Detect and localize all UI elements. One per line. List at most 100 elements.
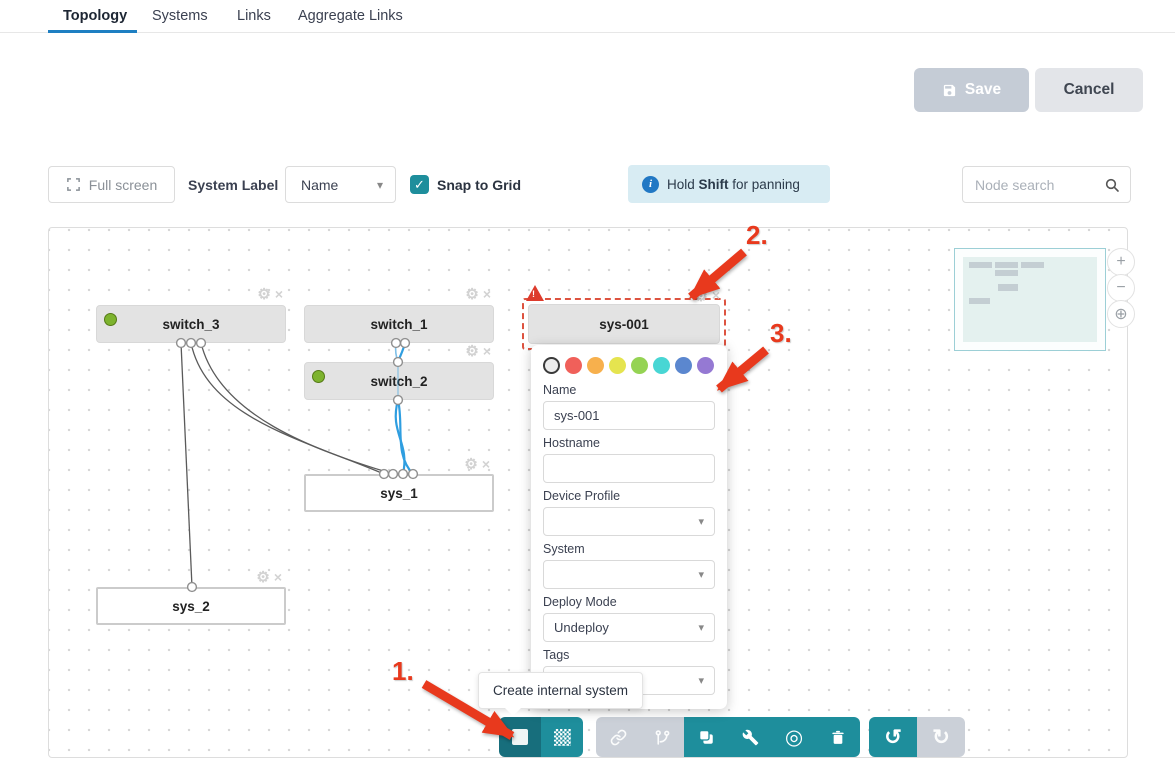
hostname-field-label: Hostname [543, 436, 600, 450]
deploy-mode-field-group: Deploy Mode Undeploy▾ [543, 594, 715, 642]
minimap-node [1021, 262, 1044, 268]
link-switch2-sys1-a[interactable] [394, 399, 406, 475]
redo-icon: ↻ [932, 725, 950, 749]
minimap[interactable] [954, 248, 1106, 351]
focus-button[interactable]: ◎ [772, 717, 816, 757]
floppy-disk-icon [943, 84, 956, 96]
color-swatch[interactable] [675, 357, 692, 374]
hostname-input[interactable] [543, 454, 715, 483]
trash-icon [832, 730, 844, 744]
minimap-node [969, 262, 992, 268]
search-icon[interactable] [1104, 177, 1120, 193]
node-search-input[interactable] [975, 176, 1104, 193]
color-swatch[interactable] [587, 357, 604, 374]
color-swatch[interactable] [631, 357, 648, 374]
crosshair-icon: ⊕ [1114, 306, 1128, 323]
cancel-button[interactable]: Cancel [1035, 68, 1143, 112]
link-switch2-sys1-b[interactable] [396, 399, 414, 475]
close-icon[interactable]: × [482, 286, 491, 302]
link-switch1-switch2-a[interactable] [394, 342, 399, 363]
deploy-mode-value: Undeploy [554, 620, 609, 635]
color-swatch[interactable] [697, 357, 714, 374]
gear-icon[interactable]: ⚙ [465, 286, 479, 303]
delete-button[interactable] [816, 717, 860, 757]
zoom-in-button[interactable]: + [1107, 248, 1135, 276]
create-internal-system-tooltip: Create internal system [478, 672, 644, 716]
undo-button[interactable]: ↺ [869, 717, 917, 757]
color-swatch-selected[interactable] [543, 357, 560, 374]
gear-icon[interactable]: ⚙ [256, 569, 270, 586]
system-select[interactable]: ▾ [543, 560, 715, 589]
system-label-caption: System Label [188, 177, 279, 193]
gear-icon[interactable]: ⚙ [694, 288, 708, 305]
link-switch1-switch2-b[interactable] [396, 342, 407, 363]
tab-links[interactable]: Links [237, 8, 271, 24]
node-label: switch_3 [162, 316, 220, 332]
system-label-select[interactable]: Name ▾ [285, 166, 396, 203]
create-aggregate-link-button[interactable] [640, 717, 684, 757]
color-swatch[interactable] [565, 357, 582, 374]
info-icon: i [642, 175, 659, 193]
gear-icon[interactable]: ⚙ [465, 343, 479, 360]
fullscreen-button[interactable]: Full screen [48, 166, 175, 203]
warning-icon: ! [526, 285, 544, 301]
panning-hint-banner: i Hold Shift for panning [628, 165, 830, 203]
node-switch_3[interactable]: switch_3 ⚙× [96, 287, 286, 343]
target-icon: ◎ [784, 725, 804, 749]
save-button[interactable]: Save [914, 68, 1029, 112]
create-link-button[interactable] [596, 717, 640, 757]
chevron-down-icon: ▾ [698, 516, 704, 528]
node-switch_1[interactable]: switch_1 ⚙× [304, 287, 494, 343]
close-icon[interactable]: × [481, 456, 490, 472]
device-profile-field-group: Device Profile ▾ [543, 488, 715, 536]
node-label: switch_2 [370, 373, 428, 389]
name-input[interactable] [543, 401, 715, 430]
node-controls: ⚙× [256, 570, 282, 585]
gear-icon[interactable]: ⚙ [257, 286, 271, 303]
device-profile-label: Device Profile [543, 489, 621, 503]
copy-icon [698, 729, 713, 744]
node-search-box [962, 166, 1131, 203]
link-switch3-sys2[interactable] [180, 342, 193, 588]
node-sys-001[interactable]: sys-001 [528, 304, 720, 344]
minus-icon: − [1116, 279, 1126, 296]
deploy-mode-select[interactable]: Undeploy ▾ [543, 613, 715, 642]
minimap-node [995, 270, 1018, 276]
tab-aggregate-links[interactable]: Aggregate Links [298, 8, 403, 24]
node-label: sys_1 [380, 485, 418, 501]
tab-systems[interactable]: Systems [152, 8, 208, 24]
node-sys_1[interactable]: sys_1 ⚙× [304, 457, 494, 512]
annotation-label-2: 2. [746, 220, 768, 250]
create-internal-system-button[interactable] [499, 717, 541, 757]
name-field-label: Name [543, 383, 577, 397]
color-swatch[interactable] [609, 357, 626, 374]
node-controls: ⚙× [465, 344, 491, 359]
device-profile-select[interactable]: ▾ [543, 507, 715, 536]
duplicate-button[interactable] [684, 717, 728, 757]
create-external-system-button[interactable] [541, 717, 583, 757]
panning-hint-text: Hold Shift for panning [667, 176, 800, 192]
node-sys-001-selection[interactable]: ! ⚙× sys-001 [522, 285, 726, 350]
close-icon[interactable]: × [482, 343, 491, 359]
system-field-group: System ▾ [543, 541, 715, 589]
node-label: sys_2 [172, 598, 210, 614]
active-tab-underline [48, 30, 137, 33]
tab-topology[interactable]: Topology [63, 8, 128, 24]
gear-icon[interactable]: ⚙ [464, 456, 478, 473]
color-swatch[interactable] [653, 357, 670, 374]
edit-button[interactable] [728, 717, 772, 757]
plus-icon: + [1116, 253, 1126, 270]
fullscreen-button-label: Full screen [88, 176, 158, 193]
node-switch_2[interactable]: switch_2 ⚙× [304, 344, 494, 400]
zoom-fit-button[interactable]: ⊕ [1107, 300, 1135, 328]
node-controls: ⚙× [464, 457, 490, 472]
close-icon[interactable]: × [711, 287, 720, 303]
node-inspector-popup: Name Hostname Device Profile ▾ System ▾ … [531, 345, 727, 709]
close-icon[interactable]: × [273, 569, 282, 585]
snap-to-grid-checkbox[interactable]: ✓ [410, 175, 429, 194]
chevron-down-icon: ▾ [698, 622, 704, 634]
node-sys_2[interactable]: sys_2 ⚙× [96, 570, 286, 625]
redo-button[interactable]: ↻ [917, 717, 965, 757]
zoom-out-button[interactable]: − [1107, 274, 1135, 302]
close-icon[interactable]: × [274, 286, 283, 302]
